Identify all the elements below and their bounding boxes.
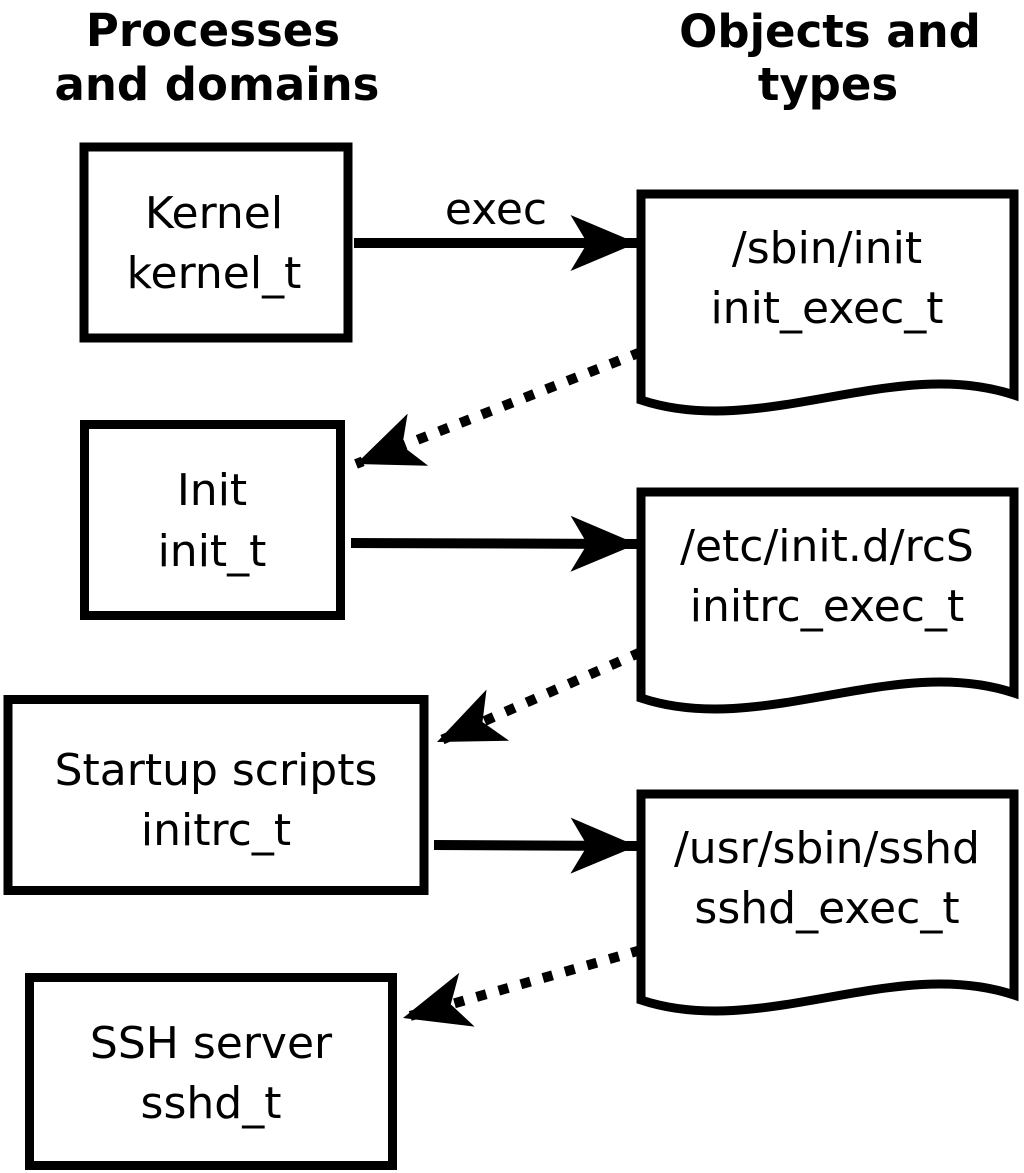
column-header-processes: Processes and domains [55, 4, 380, 111]
object-doc-etc-initd-rcs-type: initrc_exec_t [690, 581, 964, 632]
transition-arrow-sbin-init-to-init [354, 347, 643, 469]
object-doc-sbin-init-shape [636, 189, 1019, 416]
exec-arrow-init-to-rcs [350, 515, 638, 572]
transition-arrow-rcs-to-startup [434, 647, 644, 747]
process-box-kernel-name: Kernel [145, 188, 283, 239]
header-right-line2: types [758, 58, 898, 111]
exec-arrow-label: exec [445, 184, 547, 235]
object-doc-etc-initd-rcs: /etc/init.d/rcS initrc_exec_t [636, 487, 1019, 714]
process-box-startup-scripts: Startup scripts initrc_t [3, 695, 429, 895]
process-box-ssh-server-domain: sshd_t [141, 1078, 282, 1129]
object-doc-usr-sbin-sshd: /usr/sbin/sshd sshd_exec_t [636, 789, 1019, 1016]
process-box-init-domain: init_t [158, 526, 267, 577]
process-box-kernel: Kernel kernel_t [79, 142, 353, 343]
process-box-ssh-server: SSH server sshd_t [25, 973, 397, 1170]
object-doc-sbin-init-path: /sbin/init [732, 223, 922, 274]
column-header-objects: Objects and types [679, 5, 981, 111]
object-doc-usr-sbin-sshd-path: /usr/sbin/sshd [674, 823, 980, 874]
process-box-startup-scripts-domain: initrc_t [141, 805, 291, 856]
header-left-line2: and domains [55, 58, 380, 111]
object-doc-sbin-init-type: init_exec_t [710, 283, 943, 334]
object-doc-etc-initd-rcs-path: /etc/init.d/rcS [680, 521, 974, 572]
exec-arrow-startup-to-sshd [433, 817, 638, 874]
header-left-line1: Processes [86, 4, 340, 57]
process-box-init-name: Init [177, 465, 247, 516]
process-box-kernel-domain: kernel_t [127, 248, 302, 299]
object-doc-usr-sbin-sshd-shape [636, 789, 1019, 1016]
exec-arrow-kernel-to-sbin-init: exec [354, 184, 637, 271]
object-doc-usr-sbin-sshd-type: sshd_exec_t [694, 883, 959, 934]
process-box-ssh-server-rect [25, 973, 397, 1170]
process-box-init: Init init_t [80, 420, 345, 620]
process-box-startup-scripts-rect [3, 695, 429, 895]
process-box-startup-scripts-name: Startup scripts [55, 745, 378, 796]
process-box-ssh-server-name: SSH server [90, 1018, 333, 1069]
object-doc-sbin-init: /sbin/init init_exec_t [636, 189, 1019, 416]
object-doc-etc-initd-rcs-shape [636, 487, 1019, 714]
process-box-kernel-rect [79, 142, 353, 343]
process-box-init-rect [80, 420, 345, 620]
transition-arrow-sshd-to-ssh-server [401, 945, 643, 1027]
header-right-line1: Objects and [679, 5, 981, 58]
